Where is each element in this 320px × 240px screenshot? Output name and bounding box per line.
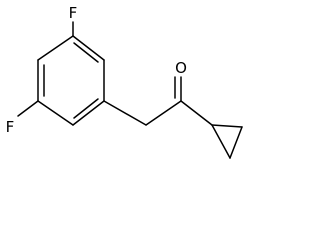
ring-bond-c6-c1 xyxy=(37,35,74,61)
cyclopropyl-bond-b xyxy=(229,126,243,159)
ring-bond-c3-c4 xyxy=(72,100,105,126)
benzene-ring xyxy=(37,35,105,126)
ring-double-bond-c3-c4 xyxy=(73,98,99,119)
cyclopropyl-bond-a xyxy=(211,124,243,128)
atom-label-fluorine-left: F xyxy=(6,118,15,136)
cyclopropyl-bond-c xyxy=(211,124,231,159)
chemical-structure: F F O xyxy=(6,4,243,159)
bond-c5-fluorine xyxy=(17,100,39,117)
bond-ring-ch2 xyxy=(103,100,147,126)
ring-bond-c1-c2 xyxy=(72,35,105,61)
bond-ch2-carbonyl xyxy=(145,100,182,126)
atom-label-oxygen: O xyxy=(175,59,187,77)
bond-carbonyl-cyclopropyl xyxy=(180,100,213,126)
atom-label-fluorine-top: F xyxy=(69,4,78,22)
cyclopropyl-ring xyxy=(211,124,243,159)
ring-bond-c4-c5 xyxy=(37,100,74,126)
ring-double-bond-c1-c2 xyxy=(73,42,99,63)
